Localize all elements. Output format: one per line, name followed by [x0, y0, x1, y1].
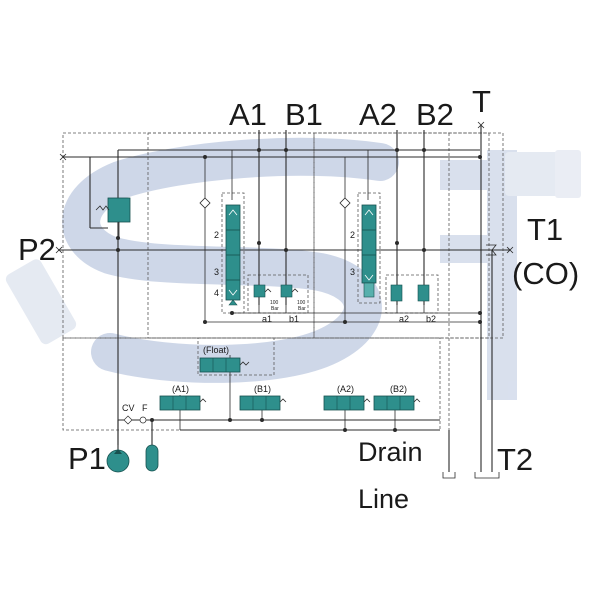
spool2-pos2: 2	[350, 230, 355, 240]
spool1-pos3: 3	[214, 267, 219, 277]
relief2-unit: Bar	[298, 306, 306, 312]
port-label-a2: A2	[359, 97, 397, 132]
watermark-logo	[5, 137, 581, 400]
spool2-pos3: 3	[350, 267, 355, 277]
relief2-value: 100	[297, 300, 306, 306]
label-cv: CV	[122, 403, 135, 413]
check-valve-cv	[123, 415, 147, 425]
relief-valves-section-1	[253, 284, 299, 298]
solenoid-a2	[323, 395, 371, 411]
label-drain: Drain	[358, 437, 423, 467]
spool-valve-2	[361, 204, 377, 298]
relief1-value: 100	[270, 300, 279, 306]
solenoid-float-label: (Float)	[203, 345, 229, 355]
pressure-regulator	[95, 197, 131, 238]
port-label-t2: T2	[497, 442, 533, 477]
label-a2-small: a2	[399, 314, 409, 324]
t2-tank	[474, 472, 500, 479]
accumulator	[145, 444, 159, 472]
solenoid-b1-label: (B1)	[254, 384, 271, 394]
spool-valve-1	[225, 204, 241, 306]
port-label-t1: T1	[527, 212, 563, 247]
junction-dots	[116, 148, 482, 432]
relief1-unit: Bar	[271, 306, 279, 312]
spool1-pos2: 2	[214, 230, 219, 240]
spool1-pos4: 4	[214, 288, 219, 298]
label-b2-small: b2	[426, 314, 436, 324]
solenoid-a1	[159, 395, 207, 411]
label-b1-small: b1	[289, 314, 299, 324]
port-label-b2: B2	[416, 97, 454, 132]
port-label-a1: A1	[229, 97, 267, 132]
check-valves	[199, 197, 351, 209]
relief-valves-section-2	[390, 284, 430, 302]
label-line: Line	[358, 484, 409, 514]
solenoid-float	[199, 357, 250, 373]
label-a1-small: a1	[262, 314, 272, 324]
port-label-co: (CO)	[512, 256, 579, 291]
port-label-t: T	[472, 84, 491, 119]
port-label-p2: P2	[18, 232, 56, 267]
label-f: F	[142, 403, 148, 413]
solenoid-b2-label: (B2)	[390, 384, 407, 394]
port-markers	[55, 121, 514, 256]
solenoid-a2-label: (A2)	[337, 384, 354, 394]
solenoid-b2	[373, 395, 421, 411]
port-label-p1: P1	[68, 441, 106, 476]
drain-tank	[442, 472, 456, 479]
pump-p1	[106, 449, 130, 473]
solenoid-a1-label: (A1)	[172, 384, 189, 394]
solenoid-b1	[239, 395, 287, 411]
port-label-b1: B1	[285, 97, 323, 132]
